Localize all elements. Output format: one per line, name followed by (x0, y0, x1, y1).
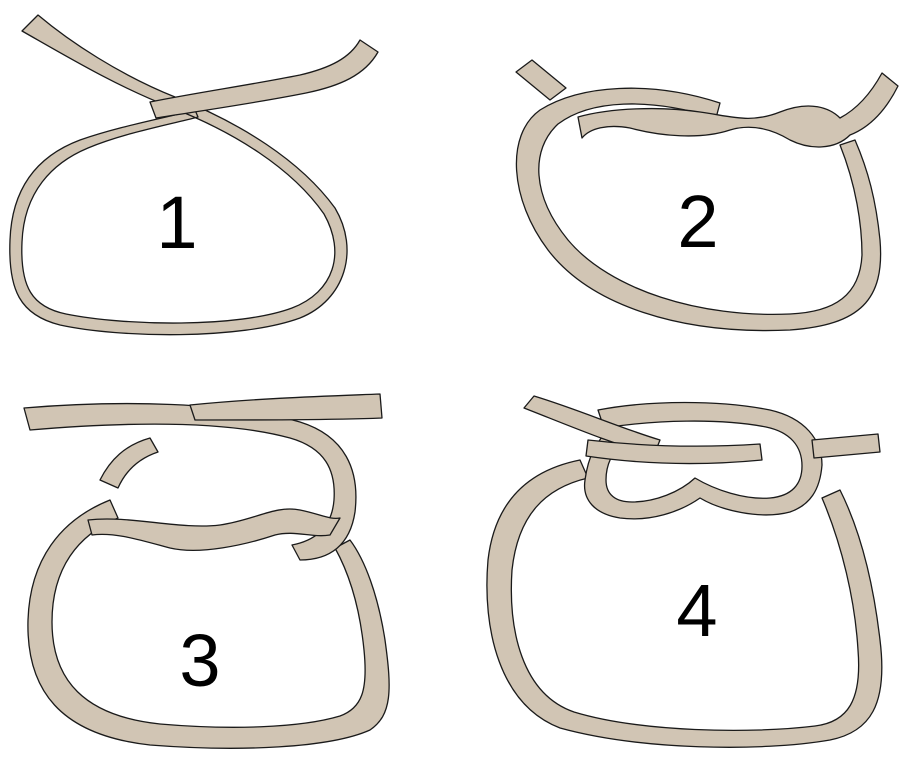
step-3-label: 3 (179, 619, 220, 702)
step-4-band-center (586, 440, 762, 463)
step-1-band-upper (150, 40, 378, 118)
step-1-label: 1 (156, 181, 197, 264)
step-3-band-end (190, 394, 382, 420)
step-2-band-twist (578, 73, 898, 147)
step-2-label: 2 (677, 180, 718, 263)
step-1-panel (10, 15, 378, 335)
step-1-band-lower (10, 15, 347, 335)
step-4-band-right-end (812, 434, 880, 458)
step-3-band-inner (100, 438, 158, 488)
step-4-label: 4 (676, 569, 717, 652)
step-2-band-end (516, 60, 566, 100)
